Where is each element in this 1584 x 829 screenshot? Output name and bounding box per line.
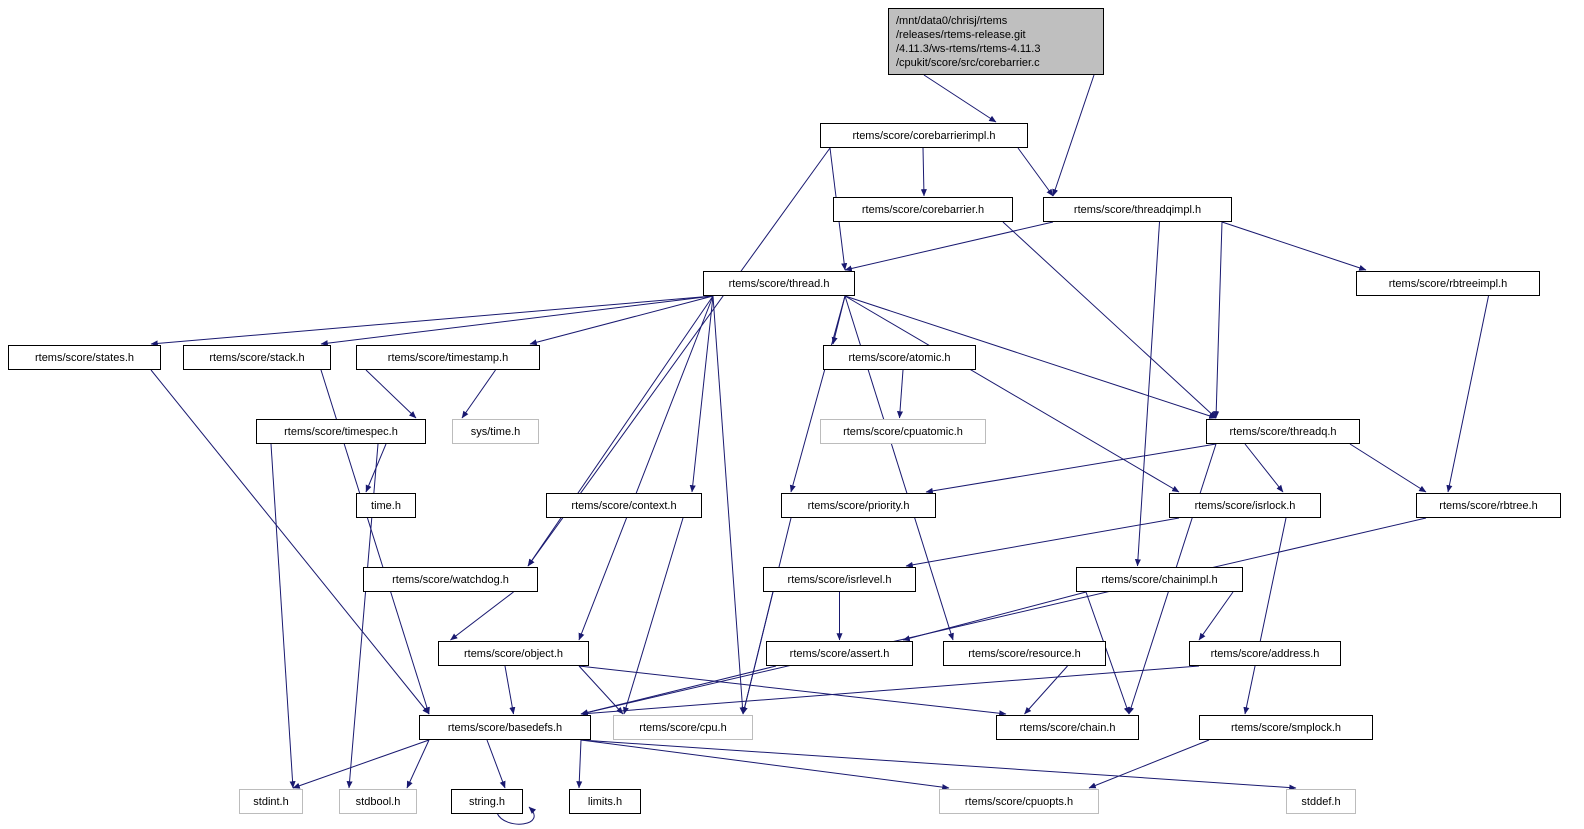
graph-node-stdint: stdint.h [239, 789, 303, 814]
graph-node-watchdog[interactable]: rtems/score/watchdog.h [363, 567, 538, 592]
graph-node-string[interactable]: string.h [451, 789, 523, 814]
graph-node-limits[interactable]: limits.h [569, 789, 641, 814]
graph-node-stack[interactable]: rtems/score/stack.h [183, 345, 331, 370]
graph-node-atomic[interactable]: rtems/score/atomic.h [823, 345, 976, 370]
include-edge-timestamp-systime [461, 369, 496, 419]
graph-node-priority[interactable]: rtems/score/priority.h [781, 493, 936, 518]
include-edge-basedefs-stdint [292, 739, 430, 789]
graph-node-label-line: /4.11.3/ws-rtems/rtems-4.11.3 [896, 42, 1041, 55]
graph-node-corebarrierimpl[interactable]: rtems/score/corebarrierimpl.h [820, 123, 1028, 148]
graph-node-corebarrier[interactable]: rtems/score/corebarrier.h [833, 197, 1013, 222]
include-edge-threadqimpl-rbtreeimpl [1221, 221, 1367, 271]
graph-node-cpu: rtems/score/cpu.h [613, 715, 753, 740]
graph-node-rbtree[interactable]: rtems/score/rbtree.h [1416, 493, 1561, 518]
include-edge-root-corebarrierimpl [923, 74, 997, 123]
graph-node-timespec[interactable]: rtems/score/timespec.h [256, 419, 426, 444]
graph-node-label-line: /releases/rtems-release.git [896, 28, 1026, 41]
graph-node-stddef: stddef.h [1286, 789, 1356, 814]
include-edge-isrlock-smplock [1243, 517, 1287, 715]
graph-node-resource[interactable]: rtems/score/resource.h [943, 641, 1106, 666]
graph-node-label-line: /mnt/data0/chrisj/rtems [896, 14, 1008, 27]
include-edge-thread-object [578, 295, 714, 641]
graph-node-cpuopts: rtems/score/cpuopts.h [939, 789, 1099, 814]
include-edge-threadq-priority [925, 443, 1217, 494]
include-edge-object-cpu [578, 665, 624, 715]
include-edge-corebarrier-threadq [1002, 221, 1217, 419]
include-edge-threadq-rbtree [1349, 443, 1427, 493]
graph-node-time[interactable]: time.h [356, 493, 416, 518]
include-edge-basedefs-string [486, 739, 506, 789]
graph-node-threadq[interactable]: rtems/score/threadq.h [1206, 419, 1360, 444]
include-edge-threadqimpl-thread [844, 221, 1054, 272]
include-edge-watchdog-object [450, 591, 514, 641]
graph-node-systime: sys/time.h [452, 419, 539, 444]
graph-node-address[interactable]: rtems/score/address.h [1189, 641, 1341, 666]
graph-node-isrlock[interactable]: rtems/score/isrlock.h [1169, 493, 1321, 518]
include-edge-isrlevel-cpu [741, 591, 774, 715]
include-edge-basedefs-stddef [580, 739, 1297, 791]
include-edge-corebarrierimpl-threadqimpl [1017, 147, 1054, 197]
graph-node-context[interactable]: rtems/score/context.h [546, 493, 702, 518]
include-edge-context-cpu [623, 517, 684, 715]
graph-node-assert[interactable]: rtems/score/assert.h [766, 641, 913, 666]
include-edge-thread-priority [789, 295, 846, 493]
include-edge-smplock-cpuopts [1088, 739, 1210, 789]
include-edge-thread-watchdog [527, 295, 714, 567]
include-edge-rbtreeimpl-rbtree [1446, 295, 1489, 493]
include-edge-atomic-cpuatomic [896, 369, 904, 419]
include-edge-states-basedefs [150, 369, 430, 715]
graph-node-object[interactable]: rtems/score/object.h [438, 641, 589, 666]
include-edge-thread-timestamp [529, 295, 714, 346]
graph-node-cpuatomic: rtems/score/cpuatomic.h [820, 419, 986, 444]
graph-node-states[interactable]: rtems/score/states.h [8, 345, 161, 370]
graph-node-isrlevel[interactable]: rtems/score/isrlevel.h [763, 567, 916, 592]
graph-node-stdbool: stdbool.h [339, 789, 417, 814]
include-edge-thread-states [150, 295, 714, 347]
include-edge-thread-stack [320, 295, 714, 347]
include-edge-threadq-isrlock [1244, 443, 1284, 493]
graph-node-timestamp[interactable]: rtems/score/timestamp.h [356, 345, 540, 370]
graph-node-chain[interactable]: rtems/score/chain.h [996, 715, 1139, 740]
include-edge-basedefs-limits [576, 739, 583, 789]
graph-node-label-line: /cpukit/score/src/corebarrier.c [896, 56, 1040, 69]
include-edge-address-basedefs [580, 665, 1200, 717]
include-edge-thread-context [689, 295, 714, 493]
graph-node-smplock[interactable]: rtems/score/smplock.h [1199, 715, 1373, 740]
include-edge-object-chain [578, 665, 1007, 717]
graph-node-thread[interactable]: rtems/score/thread.h [703, 271, 855, 296]
include-edge-basedefs-stdbool [406, 739, 430, 789]
include-edge-thread-cpu [712, 295, 746, 715]
include-edge-string-string [496, 806, 537, 825]
include-edge-object-basedefs [504, 665, 516, 715]
graph-node-chainimpl[interactable]: rtems/score/chainimpl.h [1076, 567, 1243, 592]
include-edge-thread-threadq [844, 295, 1217, 419]
graph-node-basedefs[interactable]: rtems/score/basedefs.h [419, 715, 591, 740]
graph-node-threadqimpl[interactable]: rtems/score/threadqimpl.h [1043, 197, 1232, 222]
include-edge-threadqimpl-threadq [1213, 221, 1223, 419]
include-edge-corebarrierimpl-corebarrier [920, 147, 927, 197]
include-edge-resource-chain [1024, 665, 1068, 715]
include-edge-isrlock-isrlevel [905, 517, 1180, 568]
include-edge-rbtree-basedefs [580, 517, 1427, 716]
include-edge-timespec-stdint [270, 443, 296, 789]
include-edge-chainimpl-assert [902, 591, 1087, 642]
include-edge-assert-basedefs [580, 665, 777, 716]
graph-node-rbtreeimpl[interactable]: rtems/score/rbtreeimpl.h [1356, 271, 1540, 296]
include-edge-threadqimpl-chainimpl [1134, 221, 1160, 567]
include-edge-chainimpl-address [1198, 591, 1234, 641]
include-edge-chainimpl-chain [1085, 591, 1130, 715]
include-edge-root-threadqimpl [1052, 74, 1095, 197]
graph-node-root: /mnt/data0/chrisj/rtems/releases/rtems-r… [888, 8, 1104, 75]
include-edge-timestamp-timespec [365, 369, 417, 419]
include-edge-basedefs-cpuopts [580, 739, 950, 791]
